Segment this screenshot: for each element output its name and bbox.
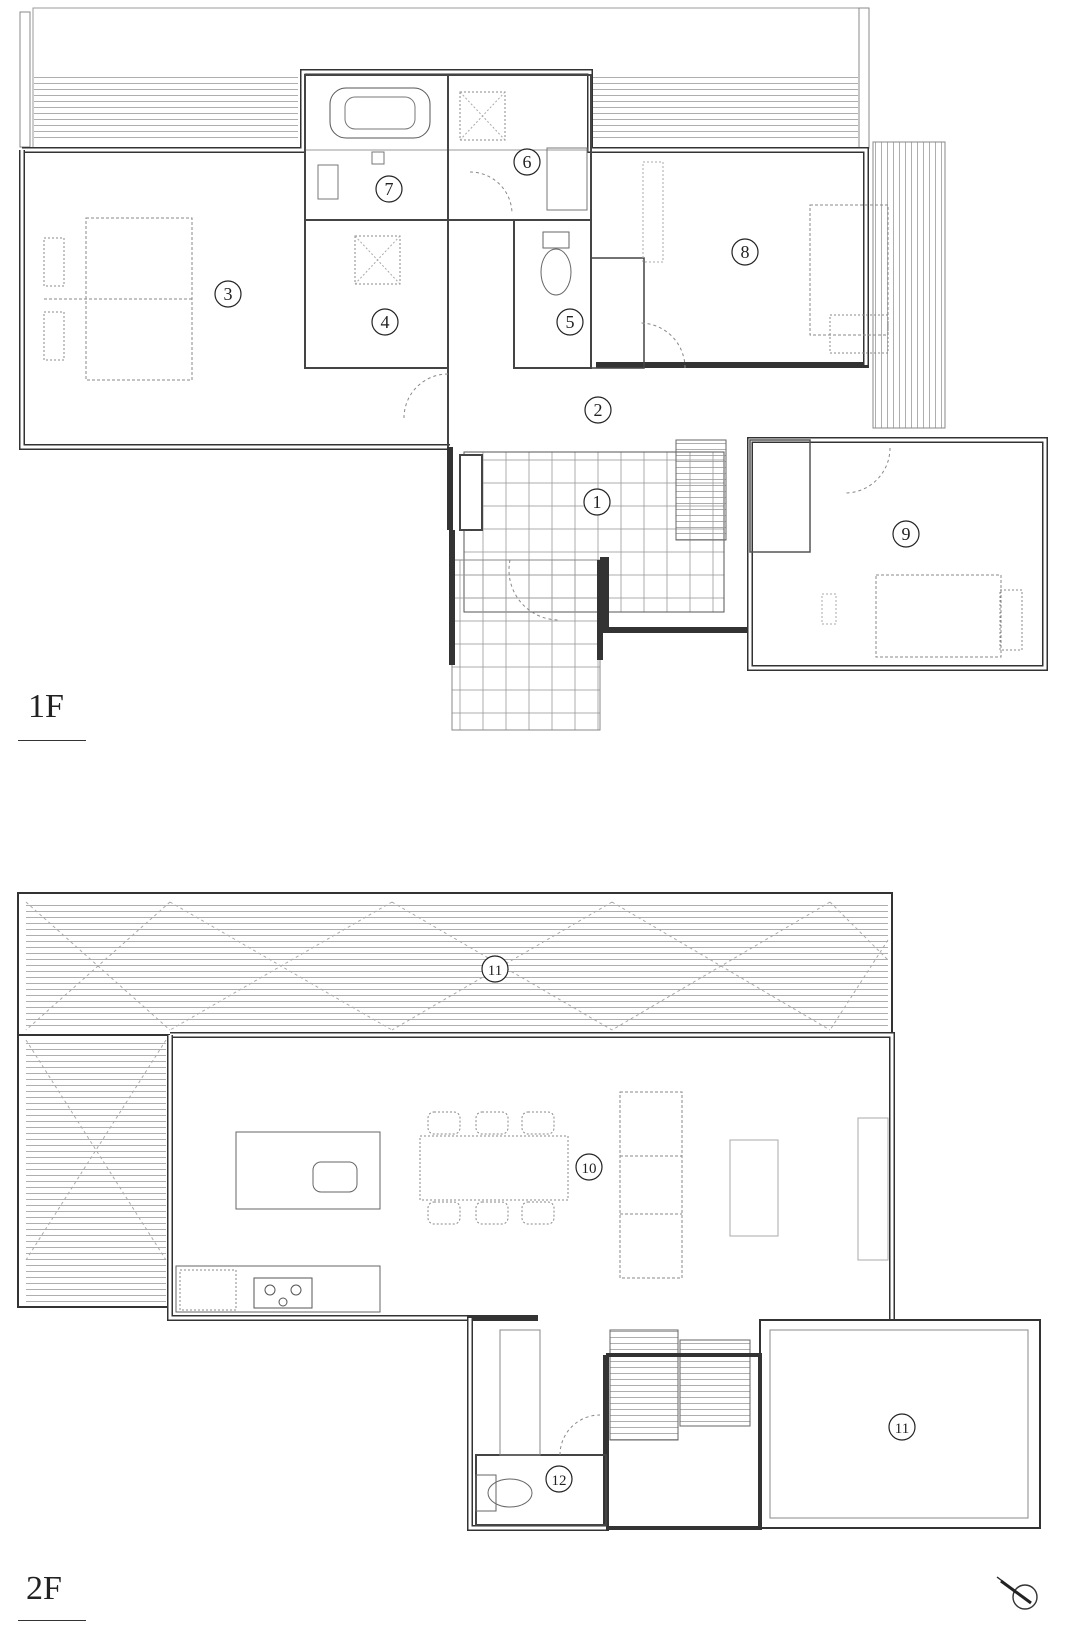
floor-label-1f-underline	[18, 740, 86, 741]
room-number-7: 7	[375, 175, 403, 203]
room-number-text: 11	[488, 963, 502, 979]
room-number-4: 4	[371, 308, 399, 336]
balcony-decking	[26, 902, 888, 1030]
east-deck	[872, 141, 946, 429]
room-number-text: 6	[523, 152, 532, 172]
terrace-rail	[858, 7, 870, 149]
terrace-decking	[590, 76, 858, 140]
room-number-11: 11	[481, 955, 509, 983]
room-number-11: 11	[888, 1413, 916, 1441]
room-number-10: 10	[575, 1153, 603, 1181]
floor-2f	[17, 892, 1041, 1531]
room-number-9: 9	[892, 520, 920, 548]
room-number-text: 2	[594, 400, 603, 420]
room-number-text: 11	[895, 1421, 909, 1437]
room-number-1: 1	[583, 488, 611, 516]
room-number-8: 8	[731, 238, 759, 266]
room-number-text: 12	[552, 1473, 567, 1489]
floor-1f	[19, 7, 1048, 731]
room-number-text: 1	[593, 492, 602, 512]
room-number-text: 4	[381, 312, 390, 332]
room-number-text: 8	[741, 242, 750, 262]
room-number-2: 2	[584, 396, 612, 424]
room-number-text: 10	[582, 1161, 597, 1177]
room-number-text: 7	[385, 179, 394, 199]
floor-label-2f-underline	[18, 1620, 86, 1621]
room-number-text: 9	[902, 524, 911, 544]
floor-label-1f: 1F	[28, 688, 64, 725]
room-number-6: 6	[513, 148, 541, 176]
terrace-decking	[34, 76, 298, 140]
north-arrow-icon	[996, 1576, 1038, 1610]
room-number-5: 5	[556, 308, 584, 336]
floor-label-2f: 2F	[26, 1570, 62, 1607]
room-number-text: 3	[224, 284, 233, 304]
room-number-12: 12	[545, 1465, 573, 1493]
room-number-3: 3	[214, 280, 242, 308]
terrace-rail	[19, 11, 31, 148]
room-number-text: 5	[566, 312, 575, 332]
